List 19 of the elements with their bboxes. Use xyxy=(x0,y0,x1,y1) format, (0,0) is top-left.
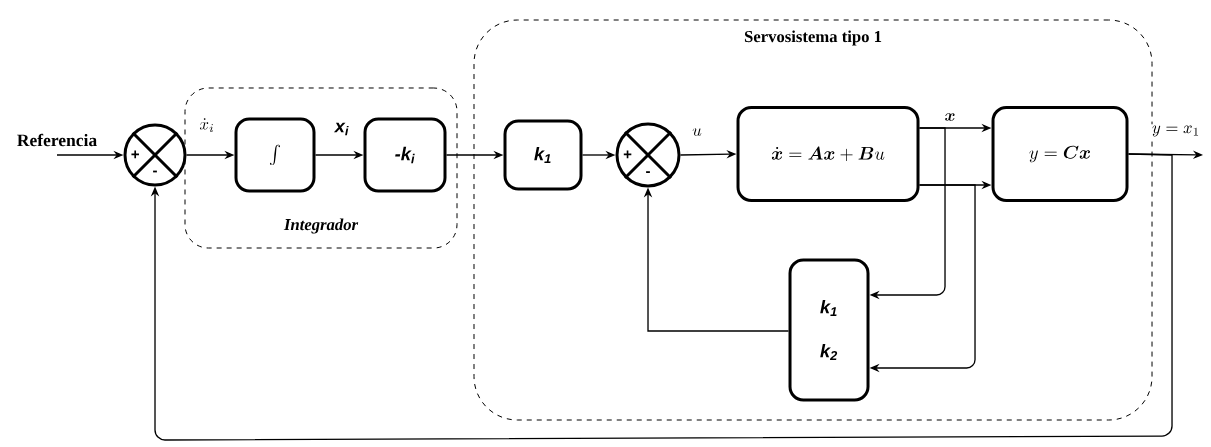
arrow xyxy=(150,153,1173,441)
edge-label: $u$ xyxy=(690,126,704,138)
plus-sign: + xyxy=(131,150,139,159)
minus-sign: - xyxy=(153,170,157,173)
block: -k$_{i}$ xyxy=(363,117,447,193)
edge-label: x$_{i}$ xyxy=(333,121,351,137)
plus-sign: + xyxy=(623,150,632,159)
gain-block: k$_{1}$ k$_{2}$ xyxy=(788,258,870,402)
input-label: Referencia xyxy=(17,133,97,147)
block: $\int$ xyxy=(234,117,316,193)
group-title: Servosistema tipo 1 xyxy=(744,30,882,46)
group-title: Integrador xyxy=(283,218,359,234)
edge-label: $\dot{x}_{i}$ xyxy=(197,116,217,134)
block: $\dot{\boldsymbol{x}} = \boldsymbol{A}\boldsymbol{x} + \boldsymbol{B}u$ xyxy=(736,106,920,202)
block: $y = \boldsymbol{C}\boldsymbol{x}$ xyxy=(991,106,1129,202)
edge-label: $\boldsymbol{x}$ xyxy=(942,111,958,123)
minus-sign: - xyxy=(646,171,650,173)
edge-label: $y=x_{1}$ xyxy=(1150,124,1202,138)
block: k$_{1}$ xyxy=(503,119,583,191)
